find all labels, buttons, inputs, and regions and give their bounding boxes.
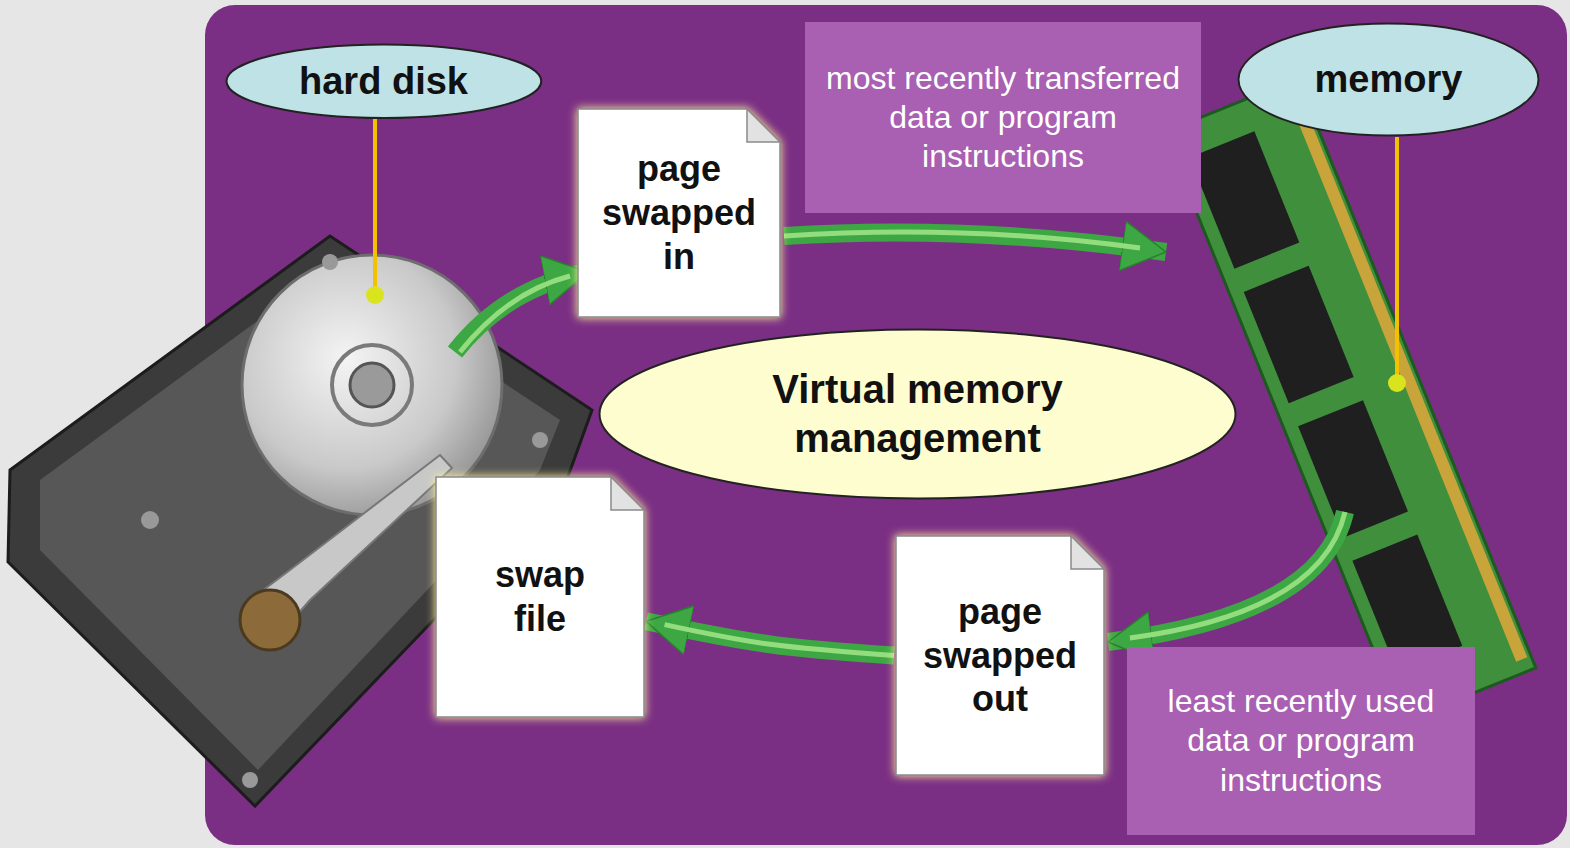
note-text: least recently used data or program inst…: [1151, 682, 1451, 799]
arrow-highlight: [784, 232, 1140, 248]
disk-spindle: [350, 363, 394, 407]
disk-screw: [322, 254, 338, 270]
disk-platter: [242, 255, 502, 515]
note-text: most recently transferred data or progra…: [817, 59, 1189, 176]
leader-line: [1395, 137, 1399, 375]
title-ellipse: Virtual memory management: [598, 328, 1237, 500]
disk-actuator: [240, 590, 300, 650]
page-document: swap file: [435, 476, 645, 718]
note-box: most recently transferred data or progra…: [805, 22, 1201, 213]
page-fold: [747, 109, 780, 142]
background-panel: [205, 5, 1567, 845]
node-label: page swapped out: [907, 590, 1093, 722]
node-label: page swapped in: [589, 147, 769, 279]
disk-spindle-ring: [332, 345, 412, 425]
page-shape: [578, 109, 780, 317]
node-outline: [598, 328, 1237, 500]
node-label: hard disk: [299, 58, 468, 104]
arrow-highlight: [460, 276, 570, 352]
cycle-arrow: [784, 232, 1166, 252]
arrow-highlight: [665, 625, 894, 656]
node-outline: [435, 476, 645, 718]
gold-contacts: [1288, 92, 1528, 662]
node-label: Virtual memory management: [708, 365, 1128, 463]
leader-dot: [1388, 374, 1406, 392]
disk-screw: [242, 772, 258, 788]
leader-line: [373, 118, 377, 287]
flow-arrow: [646, 621, 894, 655]
label-ellipse: hard disk: [225, 43, 543, 120]
memory-chip: [1189, 131, 1299, 268]
page-shape: [896, 536, 1104, 775]
page-fold: [611, 477, 644, 510]
page-shape: [436, 477, 644, 717]
label-ellipse: memory: [1237, 22, 1540, 137]
leader-dot: [366, 286, 384, 304]
ellipse-shape: [226, 45, 541, 119]
ellipse-shape: [600, 330, 1236, 499]
node-label: swap file: [475, 553, 605, 641]
page-document: page swapped in: [577, 108, 781, 318]
cycle-arrow: [455, 272, 588, 352]
ellipse-shape: [1239, 24, 1539, 136]
page-document: page swapped out: [895, 535, 1105, 776]
memory-chip: [1244, 266, 1354, 403]
node-label: memory: [1315, 56, 1463, 102]
cycle-arrow: [1108, 512, 1345, 642]
page-fold: [1071, 536, 1104, 569]
disk-screw: [532, 432, 548, 448]
arrow-highlight: [1130, 512, 1345, 638]
disk-screw: [141, 511, 159, 529]
note-box: least recently used data or program inst…: [1127, 647, 1475, 835]
